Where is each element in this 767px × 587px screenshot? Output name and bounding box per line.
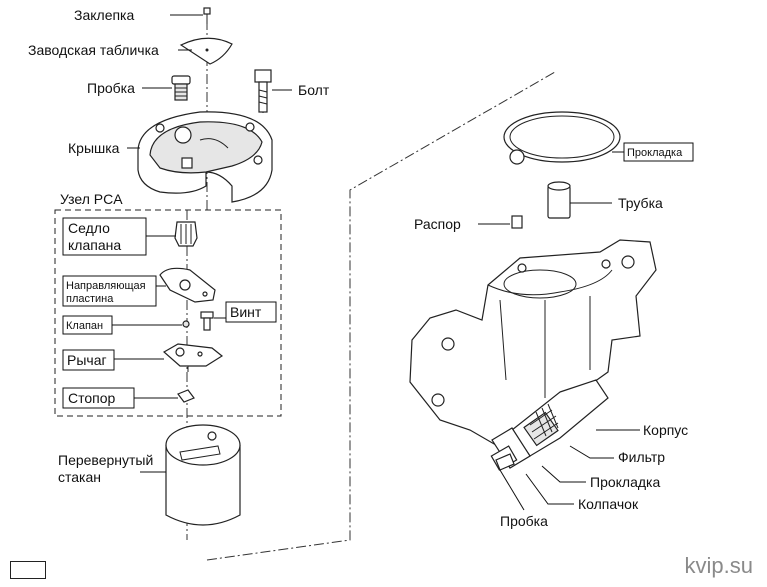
pca-unit-label: Узел PCA [60,191,123,207]
bottom-plug-leader [499,469,525,511]
tube-label: Трубка [618,195,663,211]
stopper-label-box [62,387,135,409]
stopper-label: Стопор [68,390,116,406]
bolt-label: Болт [298,82,330,98]
top-gasket-label-box [623,142,694,162]
stopper-part [177,389,195,403]
guide-plate-label-1: Направляющая [66,280,146,292]
cover-part [137,111,273,203]
filter-leader [569,445,614,459]
top-gasket-label: Прокладка [627,147,683,159]
guide-plate-label-2: пластина [66,293,114,305]
spacer-label: Распор [414,216,461,232]
rivet-label: Заклепка [74,7,134,23]
inverted-cup-label-1: Перевернутый [58,452,153,468]
cap-part [490,427,531,471]
corner-box [10,561,46,579]
top-plug-part [171,75,191,101]
valve-label-box [62,315,113,335]
lever-label: Рычаг [67,352,107,368]
watermark-text: kvip.su [684,553,753,578]
valve-seat-part [174,221,198,247]
lever-part [162,343,224,372]
lever-label-box [62,349,115,371]
guide-plate-part [159,267,216,303]
pca-unit-box [54,209,282,417]
body-label: Корпус [643,422,688,438]
valve-seat-label-1: Седло [68,220,110,236]
spacer-part [511,215,523,229]
valve-seat-label-2: клапана [68,237,121,253]
valve-part [182,320,190,328]
screw-part [200,311,214,331]
inverted-cup-part [165,424,241,526]
body-part [409,239,657,457]
top-plug-label: Пробка [87,80,135,96]
bolt-part [254,69,272,113]
screw-label: Винт [230,304,262,320]
filter-label: Фильтр [618,449,665,465]
tube-part [547,181,571,219]
cap-leader [525,473,574,505]
nameplate-label: Заводская табличка [28,42,159,58]
cover-label: Крышка [68,140,120,156]
top-gasket-part [503,111,621,165]
screw-label-box [225,301,277,323]
rivet-part [203,7,211,24]
bottom-gasket-leader [541,465,586,483]
guide-plate-label-box [62,275,157,307]
valve-label: Клапан [66,320,103,332]
connection-line [206,71,556,561]
bottom-gasket-label: Прокладка [590,474,660,490]
cap-label: Колпачок [578,496,639,512]
bottom-plug-label: Пробка [500,513,548,529]
valve-seat-label-box [62,217,147,256]
inverted-cup-label-2: стакан [58,469,101,485]
